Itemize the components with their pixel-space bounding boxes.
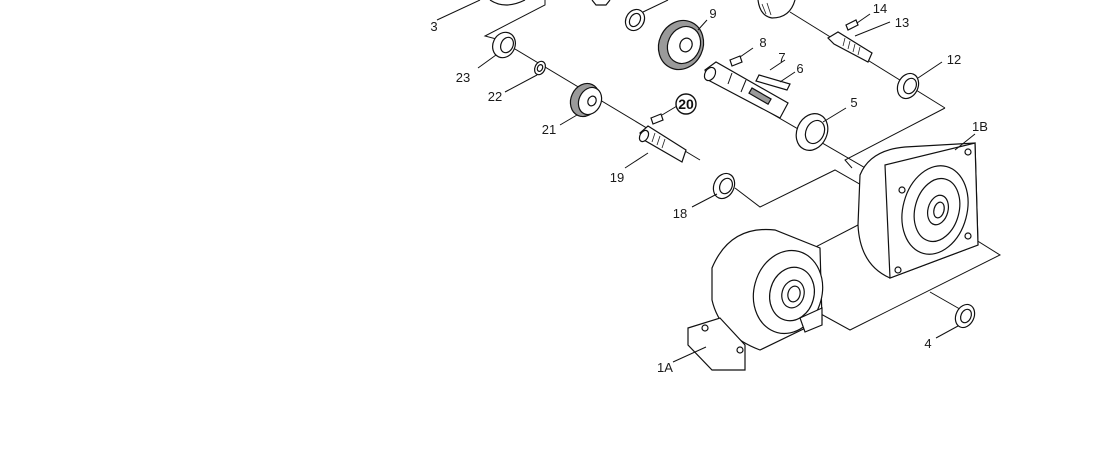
callout-4: 4	[924, 336, 931, 351]
part-3: 3	[430, 0, 526, 34]
callout-22: 22	[488, 89, 502, 104]
callout-23: 23	[456, 70, 470, 85]
part-20-key: 20	[650, 93, 697, 125]
callout-6: 6	[796, 61, 803, 76]
leader-5	[822, 107, 847, 123]
part-7-shaft: 7	[703, 50, 789, 119]
part-18-bearing: 18	[673, 172, 736, 221]
top-part-partial-a	[591, 0, 611, 6]
key-14-shape	[845, 19, 859, 31]
callout-1a: 1A	[657, 360, 673, 375]
part-22-ring: 22	[488, 60, 547, 104]
pin-13-shape	[827, 31, 873, 63]
leader-8	[739, 47, 754, 58]
leader-1a	[672, 346, 707, 363]
part-12-bearing: 12	[896, 52, 961, 100]
callout-7: 7	[778, 50, 785, 65]
part-23-bearing: 23	[456, 31, 516, 85]
part-3-shape	[489, 0, 526, 6]
leader-19	[624, 152, 649, 169]
key-8-shape	[729, 55, 743, 67]
callout-8: 8	[759, 35, 766, 50]
part-1a-housing: 1A	[657, 228, 824, 375]
leader-21	[559, 114, 578, 126]
top-gear-partial	[757, 0, 796, 19]
callout-12: 12	[947, 52, 961, 67]
callout-1b: 1B	[972, 119, 988, 134]
leader-6	[779, 71, 796, 83]
key-6-shape	[755, 74, 791, 91]
callout-5: 5	[850, 95, 857, 110]
housing-1a-foot	[687, 317, 746, 371]
leader-9	[697, 19, 708, 31]
callout-20: 20	[678, 96, 694, 112]
part-13-pin: 13	[827, 15, 909, 63]
part-5-bearing: 5	[795, 95, 858, 151]
callout-20-circle	[675, 93, 697, 115]
callout-19: 19	[610, 170, 624, 185]
leader-12	[917, 61, 943, 79]
part-4-seal: 4	[924, 303, 976, 351]
callout-3: 3	[430, 19, 437, 34]
part-19-shaft: 19	[610, 125, 687, 185]
key-20-shape	[650, 113, 664, 125]
leader-14	[856, 13, 871, 24]
leader-22	[504, 74, 538, 93]
guide-line-upper-to-housing	[844, 107, 946, 169]
part-6-key: 6	[755, 61, 804, 91]
leader-3	[436, 0, 481, 21]
callout-14: 14	[873, 1, 887, 16]
top-partial-parts	[591, 0, 796, 32]
part-21-gear: 21	[542, 82, 603, 137]
part-14-key: 14	[845, 1, 887, 31]
callout-18: 18	[673, 206, 687, 221]
leader-18	[691, 193, 718, 208]
leader-4	[935, 325, 959, 339]
shaft-7-body	[704, 61, 789, 119]
callout-21: 21	[542, 122, 556, 137]
leader-7	[769, 59, 786, 71]
callout-9: 9	[709, 6, 716, 21]
part-1b-housing: 1B	[857, 119, 988, 279]
callout-13: 13	[895, 15, 909, 30]
leader-1b	[954, 133, 976, 151]
part-9-gear: 9	[657, 6, 717, 71]
guide-line-top-left	[483, 0, 546, 41]
leader-13	[854, 21, 891, 37]
leader-20	[661, 105, 678, 116]
leader-23	[477, 54, 497, 69]
part-8-key: 8	[729, 35, 767, 67]
